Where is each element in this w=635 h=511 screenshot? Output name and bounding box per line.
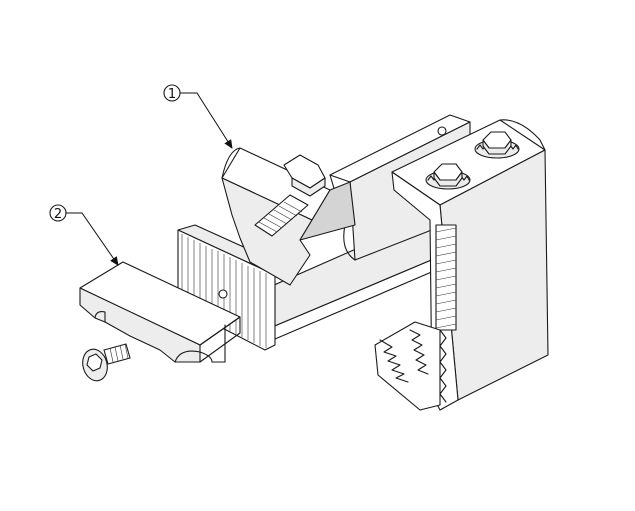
socket-head-cap-screw: [82, 343, 131, 382]
callout-2-label: 2: [54, 207, 62, 222]
callout-1: 1: [163, 84, 233, 149]
vertical-threaded-rod: [435, 224, 457, 331]
callout-2-leader-arrow: [66, 212, 119, 266]
callout-1-label: 1: [168, 87, 176, 102]
stud-hex-nut: [283, 154, 326, 197]
serrated-lower-jaw: [374, 321, 447, 411]
flat-plate-part-2: [79, 261, 241, 363]
callout-1-leader-arrow: [180, 92, 233, 149]
horizontal-threaded-stud: [254, 194, 309, 237]
hex-bolt-left: [425, 163, 471, 190]
hex-bolt-right: [474, 131, 520, 159]
callout-2: 2: [49, 204, 119, 266]
